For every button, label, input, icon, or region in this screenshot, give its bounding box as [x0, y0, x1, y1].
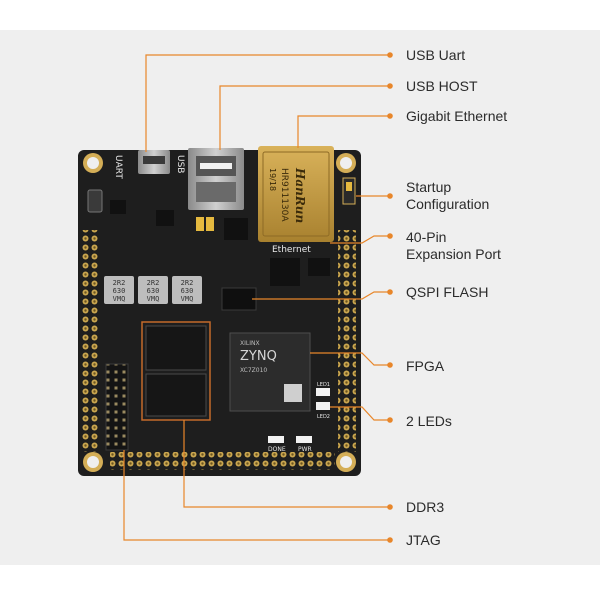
- silk-led1: LED1: [317, 382, 330, 388]
- silk-ethernet: Ethernet: [272, 245, 311, 255]
- label-jtag: JTAG: [406, 532, 441, 548]
- usb-uart-connector: [138, 150, 170, 174]
- label-gigabit-ethernet: Gigabit Ethernet: [406, 108, 508, 124]
- inductor-1-line-2: 630: [113, 287, 126, 295]
- power-jumpers: [196, 217, 214, 231]
- rj45-connector: [258, 146, 334, 242]
- label-leds: 2 LEDs: [406, 413, 452, 429]
- fpga-name: ZYNQ: [240, 349, 277, 364]
- mounting-holes: [83, 153, 356, 472]
- inductor-3-line-3: VMQ: [181, 295, 194, 303]
- silk-led2: LED2: [317, 414, 330, 420]
- inductor-2-line-2: 630: [147, 287, 160, 295]
- qspi-flash-chip: [221, 287, 257, 311]
- silk-usb: USB: [175, 155, 185, 173]
- inductors: [104, 276, 202, 304]
- fpga-brand: XILINX: [240, 340, 260, 347]
- label-fpga: FPGA: [406, 358, 445, 374]
- label-usb-host: USB HOST: [406, 78, 478, 94]
- expansion-header-bottom: [110, 452, 335, 470]
- callout-endpoints: [387, 52, 393, 543]
- label-usb-uart: USB Uart: [406, 47, 466, 63]
- user-leds: [316, 388, 330, 410]
- usb-host-connector: [188, 148, 244, 210]
- leader-jtag: [123, 450, 390, 541]
- leader-usb-host: [219, 85, 390, 150]
- ddr3-chips: [141, 321, 211, 421]
- status-leds: [268, 436, 312, 443]
- leader-usb-uart: [145, 54, 390, 152]
- leader-qspi: [252, 291, 390, 300]
- inductor-2-line-1: 2R2: [147, 279, 160, 287]
- leader-expansion: [330, 235, 390, 244]
- rj45-brand: HanRun: [293, 167, 307, 223]
- jtag-connector: [105, 363, 129, 451]
- leader-ddr3: [183, 420, 390, 508]
- label-qspi-flash: QSPI FLASH: [406, 284, 489, 300]
- label-ddr3: DDR3: [406, 499, 445, 515]
- leader-fpga: [310, 352, 390, 366]
- rj45-date: 19/18: [268, 168, 277, 191]
- reset-button: [87, 189, 103, 213]
- startup-config-switch: [342, 177, 356, 205]
- expansion-header-left: [82, 230, 100, 452]
- label-startup-configuration: Startup Configuration: [406, 179, 490, 212]
- silk-done: DONE: [268, 446, 286, 453]
- leader-ethernet: [297, 115, 390, 148]
- fpga-qr: [284, 384, 302, 402]
- rj45-part: HR911130A: [279, 168, 289, 222]
- label-expansion-port: 40-Pin Expansion Port: [406, 229, 501, 262]
- leader-leds: [330, 406, 390, 421]
- inductor-markings: 2R2 630 VMQ 2R2 630 VMQ 2R2 630 VMQ: [113, 279, 194, 303]
- expansion-header-right: [338, 230, 356, 452]
- small-ics: [110, 200, 330, 286]
- silk-pwr: PWR: [298, 446, 312, 453]
- inductor-3-line-2: 630: [181, 287, 194, 295]
- inductor-3-line-1: 2R2: [181, 279, 194, 287]
- silk-uart: UART: [113, 155, 123, 179]
- inductor-2-line-3: VMQ: [147, 295, 160, 303]
- fpga-part: XC7Z010: [240, 367, 267, 374]
- inductor-1-line-3: VMQ: [113, 295, 126, 303]
- inductor-1-line-1: 2R2: [113, 279, 126, 287]
- callout-leaders: [123, 54, 390, 541]
